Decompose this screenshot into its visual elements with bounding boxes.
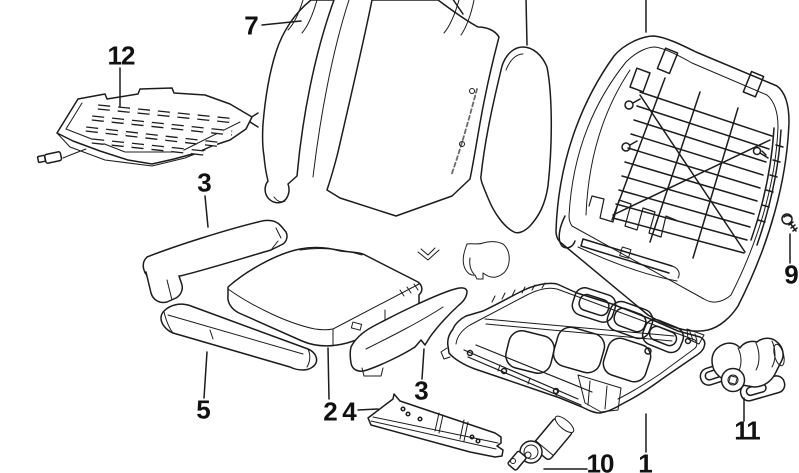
backrest-frame-illustration: [555, 35, 790, 332]
heating-element-connector: [36, 151, 63, 164]
side-bolster-pad-right-illustration: [349, 287, 468, 377]
side-bolster-pad-left-illustration: [142, 219, 288, 304]
seat-rail-illustration: [367, 393, 504, 458]
part-label-11[interactable]: 11: [734, 415, 760, 446]
part-label-10[interactable]: 10: [586, 448, 615, 473]
part-label-12[interactable]: 12: [107, 40, 136, 71]
seat-spring-wires: [505, 326, 652, 383]
seat-actuator-illustration: [699, 337, 786, 402]
part-label-9[interactable]: 9: [784, 259, 799, 290]
part-label-3b[interactable]: 3: [414, 375, 429, 406]
part-label-1[interactable]: 1: [638, 448, 653, 473]
part-label-3a[interactable]: 3: [197, 167, 212, 198]
part-label-2[interactable]: 2: [323, 396, 338, 427]
backrest-spring-grid: [611, 77, 773, 259]
heating-element-slots: [85, 104, 237, 156]
backrest-cover-illustration: [246, 0, 553, 280]
cushion-side-pad-illustration: [160, 303, 318, 371]
leader-lines: [119, 0, 791, 470]
part-label-4[interactable]: 4: [342, 396, 357, 427]
seat-motor-illustration: [507, 415, 575, 471]
part-label-7[interactable]: 7: [244, 10, 259, 41]
seat-heating-element-illustration: [36, 87, 253, 167]
seat-cushion-illustration: [227, 246, 423, 347]
seat-base-frame-illustration: [440, 282, 706, 414]
seat-frame-mount-pods: [571, 287, 685, 354]
part-label-5[interactable]: 5: [196, 394, 211, 425]
screw-illustration: [781, 213, 798, 232]
